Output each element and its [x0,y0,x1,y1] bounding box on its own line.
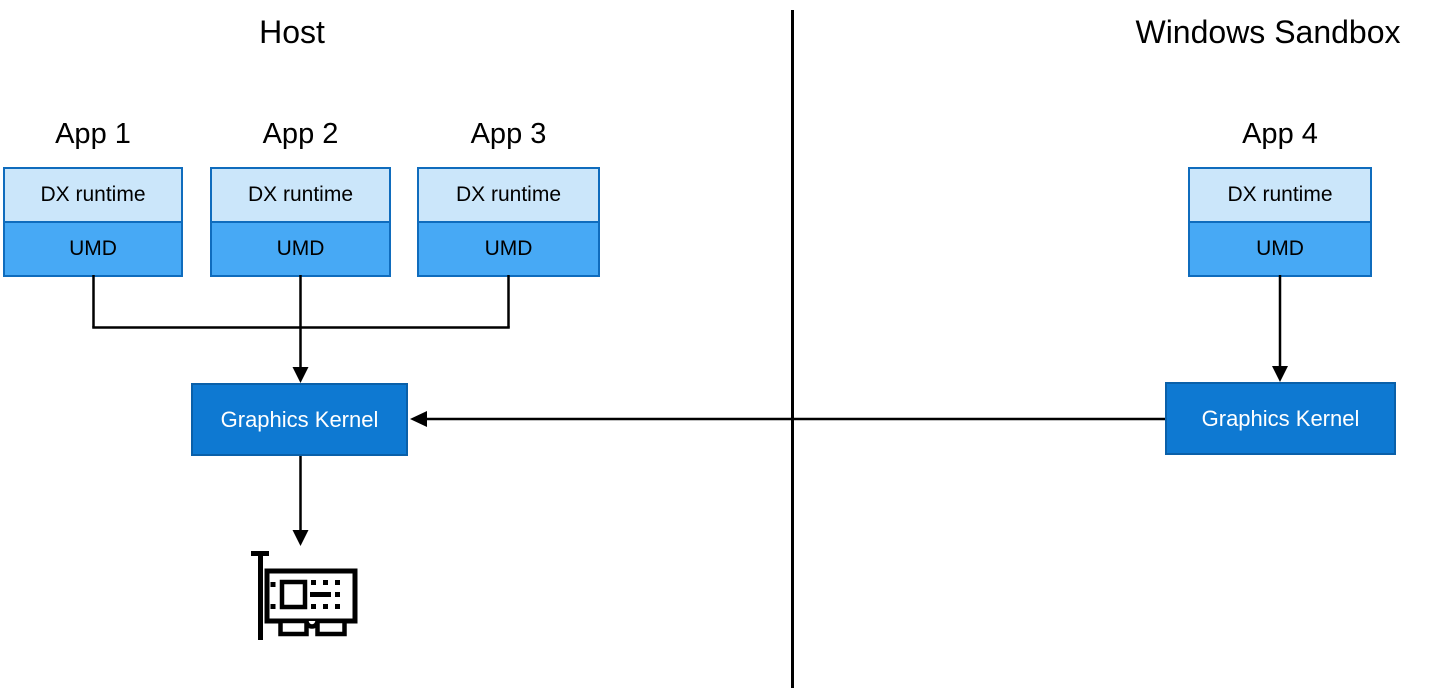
app1-title: App 1 [55,118,131,150]
app2-umd-layer: UMD [212,221,389,275]
sandbox-graphics-kernel-label: Graphics Kernel [1201,405,1360,431]
app1-stack: DX runtime UMD [3,167,183,277]
app3-dx-runtime-layer: DX runtime [419,169,598,221]
sandbox-section-title: Windows Sandbox [1135,14,1401,50]
app4-stack: DX runtime UMD [1188,167,1372,277]
app4-dx-runtime-layer: DX runtime [1190,169,1370,221]
host-section-title: Host [259,14,325,50]
app4-umd-layer: UMD [1190,221,1370,275]
app4-title: App 4 [1242,118,1318,150]
app3-umd-layer: UMD [419,221,598,275]
app2-dx-runtime-layer: DX runtime [212,169,389,221]
app1-dx-runtime-layer: DX runtime [5,169,181,221]
app3-stack: DX runtime UMD [417,167,600,277]
sandbox-graphics-kernel-box: Graphics Kernel [1165,382,1396,455]
host-kernel-to-gpu-arrowhead [292,530,309,546]
host-sandbox-divider [791,10,794,688]
app3-title: App 3 [470,118,547,150]
app1-umd-layer: UMD [5,221,181,275]
host-graphics-kernel-label: Graphics Kernel [220,406,379,432]
apps-to-host-kernel-arrowhead [292,367,309,383]
sandbox-to-host-kernel-arrowhead [410,411,427,427]
app2-title: App 2 [262,118,339,150]
app2-stack: DX runtime UMD [210,167,391,277]
host-graphics-kernel-box: Graphics Kernel [191,383,408,456]
gpu-card-icon [251,551,358,640]
app4-to-sandbox-kernel-arrowhead [1272,366,1288,382]
